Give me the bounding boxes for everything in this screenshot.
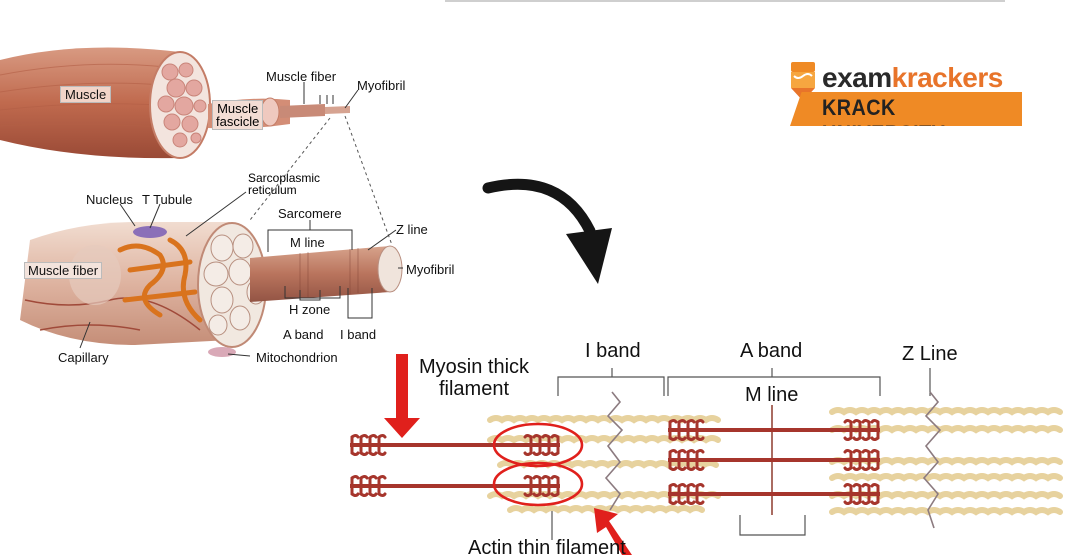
label-sarcomere: Sarcomere <box>278 206 342 221</box>
logo-subtitle-bar: KRACK UNIVERSITY <box>790 92 1022 126</box>
logo-wordmark: examkrackers <box>822 62 1003 93</box>
actin-filament <box>507 505 705 514</box>
label-myofibril-right: Myofibril <box>406 262 455 277</box>
label-muscle-fiber-left: Muscle fiber <box>24 262 103 279</box>
label-t-tubule: T Tubule <box>142 192 193 207</box>
label-i-band-big: I band <box>585 340 641 362</box>
myosin-filament <box>668 419 880 441</box>
label-muscle-fascicle: Muscle fascicle <box>212 100 264 130</box>
label-i-band-small: I band <box>340 327 377 342</box>
actin-filament <box>829 473 1063 482</box>
label-capillary: Capillary <box>58 350 109 365</box>
label-a-band-big: A band <box>740 340 803 362</box>
label-muscle: Muscle <box>60 86 112 103</box>
label-mitochondrion: Mitochondrion <box>256 350 338 365</box>
curved-arrow-icon <box>482 178 612 284</box>
myosin-filament <box>668 449 880 471</box>
actin-filament <box>829 507 1063 516</box>
label-z-line-big: Z Line <box>902 343 958 365</box>
label-muscle-fiber-top: Muscle fiber <box>266 69 337 84</box>
actin-filament <box>829 407 1063 416</box>
sarcomere-diagram <box>350 354 1063 555</box>
label-myofibril-top: Myofibril <box>357 78 406 93</box>
label-h-zone: H zone <box>289 302 331 317</box>
muscle-anatomy-illustration <box>0 47 403 357</box>
label-z-line-small: Z line <box>396 222 428 237</box>
label-myosin-thick-filament: Myosin thick filament <box>418 356 530 400</box>
top-rule <box>445 0 1005 2</box>
myosin-filament <box>668 483 880 505</box>
logo-subtitle: KRACK UNIVERSITY <box>822 95 946 146</box>
label-sarcoplasmic-reticulum: Sarcoplasmic reticulum <box>248 171 321 197</box>
label-m-line-small: M line <box>290 235 325 250</box>
label-a-band-small: A band <box>283 327 324 342</box>
myosin-filament <box>350 475 560 497</box>
label-nucleus: Nucleus <box>86 192 133 207</box>
label-m-line-big: M line <box>745 384 799 406</box>
myosin-filament <box>350 434 560 456</box>
label-actin-thin-filament: Actin thin filament <box>468 537 626 559</box>
